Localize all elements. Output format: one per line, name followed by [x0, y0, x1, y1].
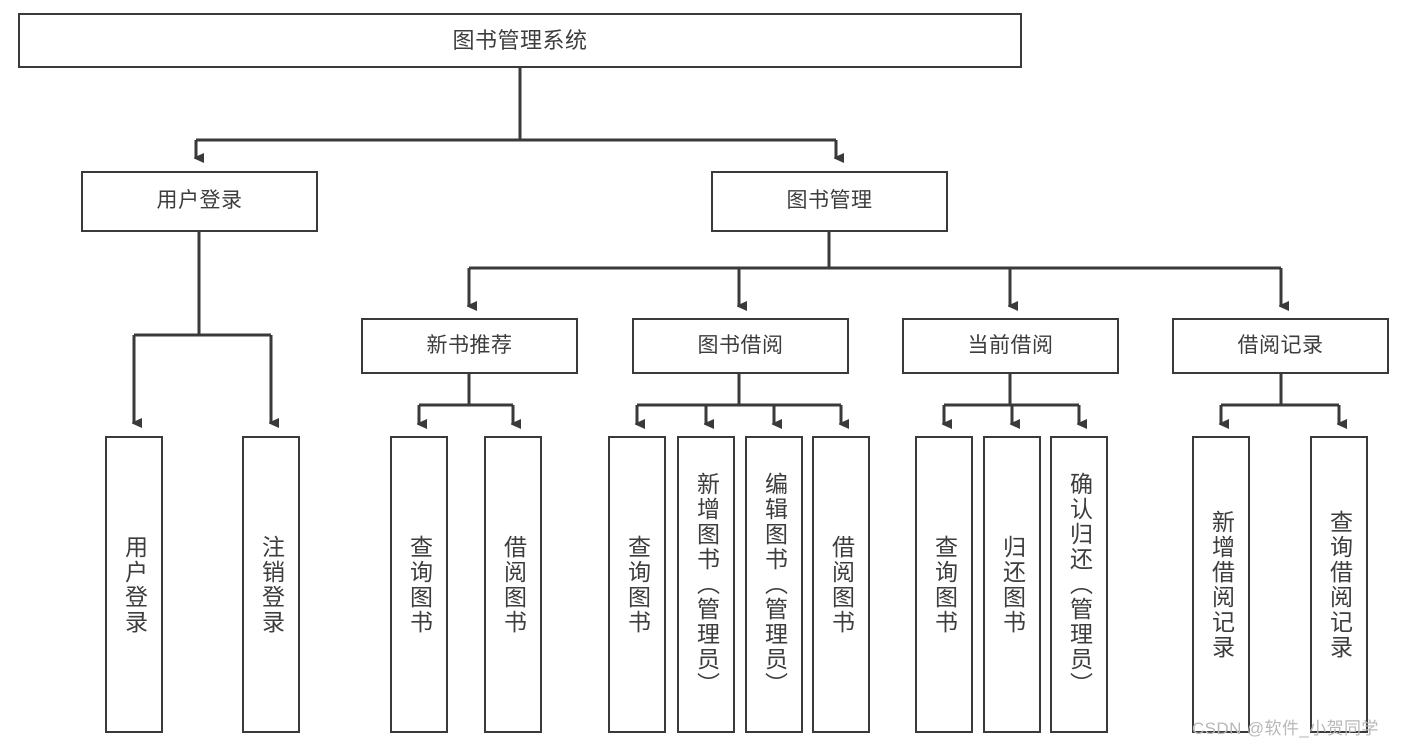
- node-label: 用户登录: [121, 534, 148, 635]
- node-label: 当前借阅: [967, 333, 1054, 357]
- node-label: 用户登录: [156, 189, 243, 213]
- node-label: 新书推荐: [426, 333, 513, 357]
- node-label: 查询借阅记录: [1326, 509, 1353, 660]
- leaf-logout[interactable]: 注销登录: [242, 436, 300, 733]
- node-label: 新增借阅记录: [1208, 509, 1235, 660]
- node-label: 借阅图书: [500, 534, 527, 635]
- node-label: 新增图书（管理员）: [693, 472, 720, 697]
- leaf-add-borrowing-record[interactable]: 新增借阅记录: [1192, 436, 1250, 733]
- leaf-query-borrowing-record[interactable]: 查询借阅记录: [1310, 436, 1368, 733]
- node-book-borrowing[interactable]: 图书借阅: [632, 318, 849, 374]
- leaf-confirm-return-admin[interactable]: 确认归还（管理员）: [1050, 436, 1108, 733]
- node-label: 图书借阅: [697, 333, 784, 357]
- leaf-query-book-recommendation[interactable]: 查询图书: [390, 436, 448, 733]
- node-label: 归还图书: [999, 534, 1026, 635]
- node-label: 确认归还（管理员）: [1066, 472, 1093, 697]
- node-label: 查询图书: [406, 534, 433, 635]
- node-label: 查询图书: [624, 534, 651, 635]
- node-label: 编辑图书（管理员）: [761, 472, 788, 697]
- node-label: 借阅记录: [1237, 333, 1324, 357]
- node-book-management[interactable]: 图书管理: [711, 171, 948, 232]
- leaf-add-book-admin[interactable]: 新增图书（管理员）: [677, 436, 735, 733]
- node-user-login[interactable]: 用户登录: [81, 171, 318, 232]
- node-label: 查询图书: [931, 534, 958, 635]
- node-label: 图书管理: [786, 189, 873, 213]
- leaf-user-login[interactable]: 用户登录: [105, 436, 163, 733]
- leaf-query-book-current[interactable]: 查询图书: [915, 436, 973, 733]
- leaf-query-book-borrowing[interactable]: 查询图书: [608, 436, 666, 733]
- csdn-watermark: CSDN @软件_小贺同学: [1192, 719, 1379, 738]
- node-label: 借阅图书: [828, 534, 855, 635]
- node-new-book-recommendation[interactable]: 新书推荐: [361, 318, 578, 374]
- node-label: 注销登录: [258, 534, 285, 635]
- leaf-borrow-book-recommendation[interactable]: 借阅图书: [484, 436, 542, 733]
- leaf-edit-book-admin[interactable]: 编辑图书（管理员）: [745, 436, 803, 733]
- node-borrowing-record[interactable]: 借阅记录: [1172, 318, 1389, 374]
- leaf-return-book[interactable]: 归还图书: [983, 436, 1041, 733]
- node-current-borrowing[interactable]: 当前借阅: [902, 318, 1119, 374]
- node-root-book-management-system[interactable]: 图书管理系统: [18, 13, 1022, 68]
- node-label: 图书管理系统: [452, 27, 588, 53]
- leaf-borrow-book-borrowing[interactable]: 借阅图书: [812, 436, 870, 733]
